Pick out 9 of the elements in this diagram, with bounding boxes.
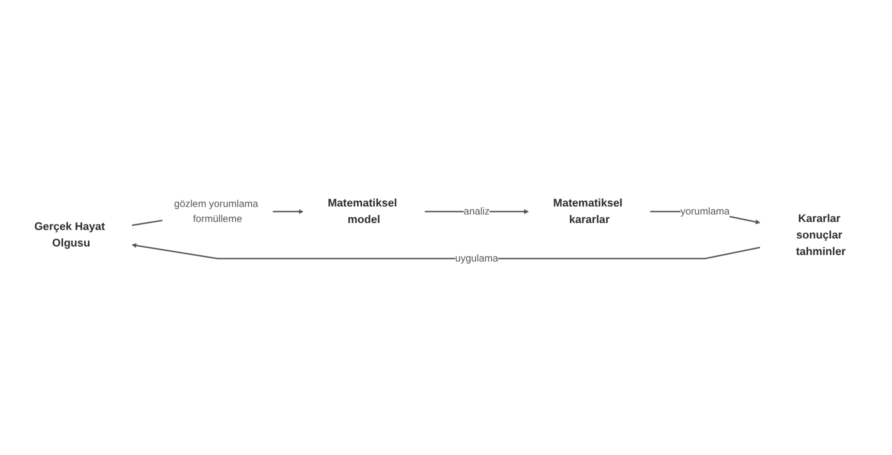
arrow — [132, 243, 760, 260]
node-text: Matematiksel kararlar — [553, 197, 623, 226]
edge-label: analiz — [464, 206, 490, 217]
node-text: Gerçek Hayat Olgusu — [34, 220, 105, 250]
node-text: Matematiksel model — [328, 197, 398, 226]
node-text: Kararlar sonuçlar tahminler — [796, 212, 846, 258]
edge-label: yorumlama — [680, 206, 730, 217]
edge-label: uygulama — [455, 252, 498, 264]
edge-label: gözlem yorumlama formülleme — [174, 198, 258, 224]
